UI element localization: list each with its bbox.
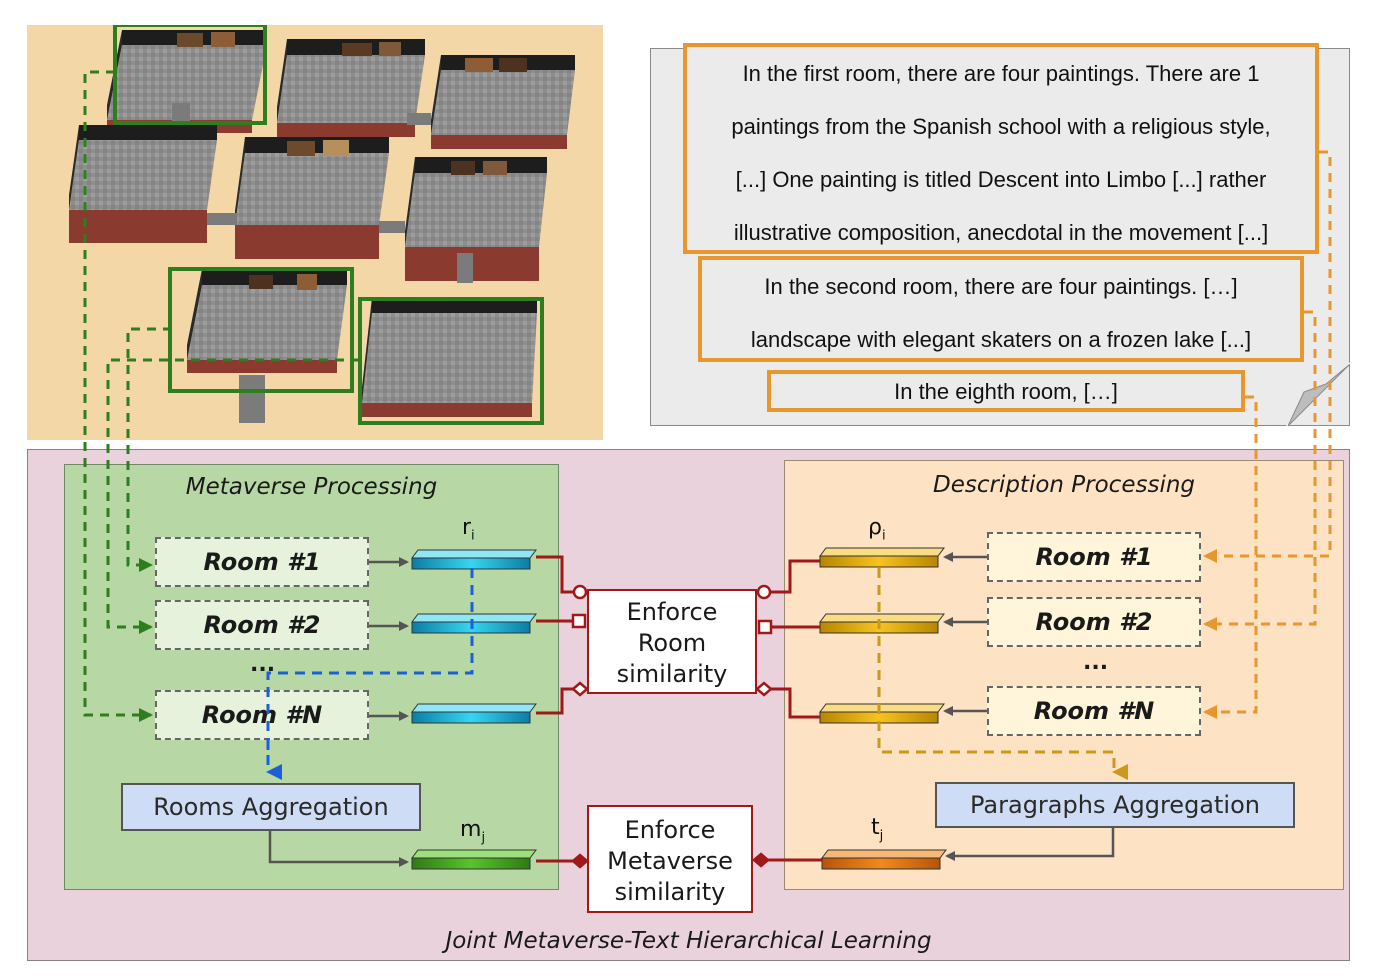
enforce-metaverse-line-1: Enforce <box>624 816 716 844</box>
paragraph-1-line-1: In the first room, there are four painti… <box>742 61 1260 86</box>
metaverse-rooms-ellipsis: ... <box>250 652 276 677</box>
rooms-aggregation-box: Rooms Aggregation <box>121 783 421 831</box>
joint-learning-title: Joint Metaverse-Text Hierarchical Learni… <box>445 928 932 954</box>
room-vector-subscript: i <box>471 528 475 544</box>
metaverse-render-image <box>27 25 603 440</box>
metaverse-vector-symbol: m <box>460 817 482 842</box>
description-room-1-box: Room #1 <box>987 532 1201 582</box>
metaverse-room-1-box: Room #1 <box>155 537 369 587</box>
metaverse-vector-subscript: j <box>481 830 486 846</box>
room-vector-label-r: ri <box>462 515 475 543</box>
paragraph-1-line-2: paintings from the Spanish school with a… <box>731 114 1271 139</box>
paragraph-1-line-3: [...] One painting is titled Descent int… <box>735 167 1267 192</box>
paragraphs-aggregation-box: Paragraphs Aggregation <box>935 782 1295 828</box>
metaverse-room-n-box: Room #N <box>155 690 369 740</box>
text-vector-subscript: j <box>879 828 884 844</box>
enforce-room-similarity-box: Enforce Room similarity <box>587 589 757 694</box>
page-curl <box>1286 362 1351 427</box>
room-vector-label-rho: ρi <box>868 515 886 543</box>
metaverse-room-2-box: Room #2 <box>155 600 369 650</box>
metaverse-room-1-label: Room #1 <box>203 548 321 576</box>
paragraphs-aggregation-label: Paragraphs Aggregation <box>970 791 1260 819</box>
paragraph-2-line-1: In the second room, there are four paint… <box>764 274 1238 299</box>
global-vector-label-t: tj <box>871 815 883 843</box>
description-room-1-label: Room #1 <box>1035 543 1153 571</box>
description-room-n-box: Room #N <box>987 686 1201 736</box>
enforce-room-line-3: similarity <box>616 660 728 688</box>
paragraph-3-line-1: In the eighth room, […] <box>894 379 1118 404</box>
paragraph-1-line-4: illustrative composition, anecdotal in t… <box>733 220 1269 245</box>
paragraph-room-1: In the first room, there are four painti… <box>683 43 1319 254</box>
description-room-2-box: Room #2 <box>987 597 1201 647</box>
room-vector-symbol: r <box>462 515 472 540</box>
paragraph-room-2: In the second room, there are four paint… <box>698 256 1304 362</box>
rooms-aggregation-label: Rooms Aggregation <box>153 793 389 821</box>
enforce-metaverse-line-2: Metaverse <box>607 847 733 875</box>
description-room-n-label: Room #N <box>1033 697 1155 725</box>
description-processing-title: Description Processing <box>932 472 1196 498</box>
metaverse-room-2-label: Room #2 <box>203 611 321 639</box>
description-rooms-ellipsis: ... <box>1083 650 1109 675</box>
paragraph-vector-symbol: ρ <box>868 515 882 540</box>
enforce-metaverse-line-3: similarity <box>614 878 726 906</box>
description-room-2-label: Room #2 <box>1035 608 1153 636</box>
global-vector-label-m: mj <box>460 817 485 845</box>
enforce-room-line-2: Room <box>637 629 707 657</box>
enforce-room-line-1: Enforce <box>626 598 718 626</box>
text-vector-symbol: t <box>871 815 880 840</box>
enforce-metaverse-similarity-box: Enforce Metaverse similarity <box>587 805 753 913</box>
metaverse-processing-title: Metaverse Processing <box>185 474 438 500</box>
paragraph-2-line-2: landscape with elegant skaters on a froz… <box>750 327 1252 352</box>
metaverse-room-n-label: Room #N <box>201 701 323 729</box>
paragraph-room-8: In the eighth room, […] <box>767 370 1245 412</box>
paragraph-vector-subscript: i <box>881 528 886 544</box>
